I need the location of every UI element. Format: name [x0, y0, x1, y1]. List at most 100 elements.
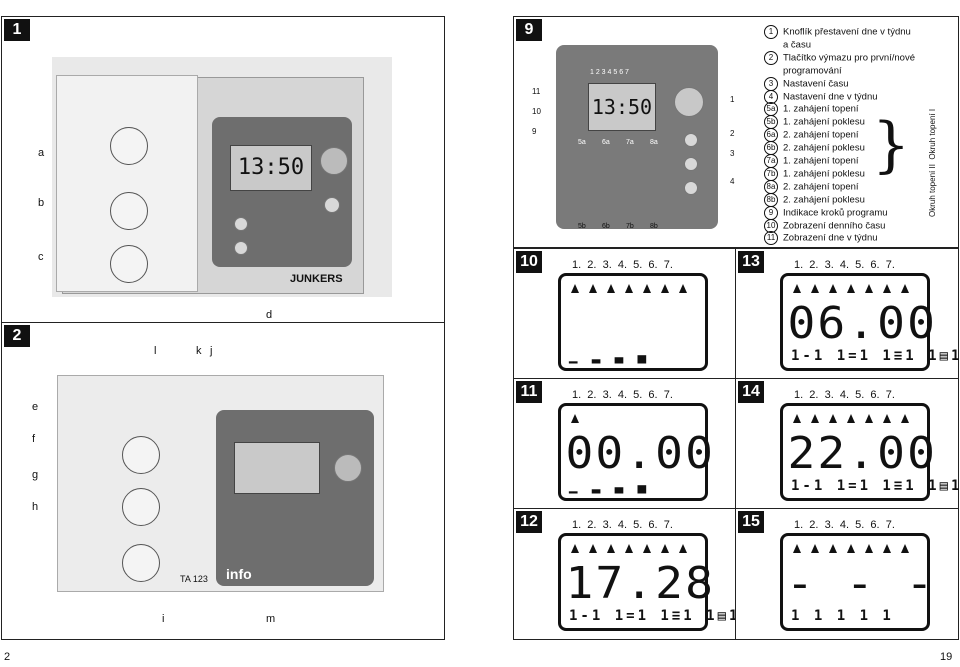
dial-a	[110, 127, 148, 165]
callout-f: f	[32, 433, 36, 445]
timer-time: 13:50	[237, 155, 305, 180]
legend-item: 11 Zobrazení dne v týdnu	[764, 231, 878, 246]
panel-2-number: 2	[4, 325, 30, 347]
legend-text: Nastavení dne v týdnu	[783, 91, 878, 103]
circuit-brace: }	[872, 110, 911, 180]
timer-screen: 13:50	[230, 145, 312, 191]
legend-number: 1	[764, 25, 778, 39]
circuit-1-label: Okruh topení I	[928, 108, 937, 160]
legend-number: 10	[764, 218, 778, 233]
legend-number: 6b	[764, 141, 778, 156]
lcd-display: - - - -1 1 1 1 1	[780, 533, 933, 631]
legend-number: 3	[764, 76, 778, 91]
callout-e: e	[32, 401, 39, 413]
day-indicator-triangle	[589, 544, 597, 553]
callout-8b: 8b	[650, 223, 658, 230]
programmer-days: 1 2 3 4 5 6 7	[590, 69, 629, 76]
legend-number: 9	[764, 205, 778, 220]
callout-1: 1	[730, 95, 735, 104]
day-indicator-triangle	[679, 544, 687, 553]
legend-text: Zobrazení dne v týdnu	[783, 232, 878, 244]
callout-2: 2	[730, 129, 735, 138]
knob-time-2	[334, 454, 362, 482]
day-indicator-triangle	[571, 544, 579, 553]
callout-i: i	[162, 613, 165, 625]
day-indicator-triangle	[811, 544, 819, 553]
legend-text: Tlačítko výmazu pro první/nové	[783, 52, 915, 64]
day-indicator-triangle	[811, 284, 819, 293]
legend-text: 2. zahájení poklesu	[783, 194, 865, 206]
day-indicator-triangle	[901, 284, 909, 293]
callout-5a: 5a	[578, 139, 586, 146]
dial-main-1	[122, 436, 160, 474]
day-indicator-triangle	[811, 414, 819, 423]
legend-item: a času	[764, 38, 811, 52]
day-indicator-triangle	[661, 544, 669, 553]
day-indicator-triangle	[865, 544, 873, 553]
day-indicator-triangle	[865, 284, 873, 293]
panel-9-number: 9	[516, 19, 542, 41]
legend-text: Nastavení času	[783, 78, 849, 90]
callout-d: d	[266, 309, 273, 321]
knob-1	[674, 87, 704, 117]
legend-number: 7a	[764, 154, 778, 168]
legend-text: 1. zahájení topení	[783, 103, 859, 115]
day-indicator-triangle	[793, 284, 801, 293]
lcd-digits: 22.00	[787, 428, 938, 479]
day-indicator-triangle	[847, 414, 855, 423]
callout-10: 10	[532, 107, 541, 116]
legend-item: programování	[764, 64, 842, 78]
legend-number: 11	[764, 231, 778, 246]
callout-m: m	[266, 613, 276, 625]
day-indicator-triangle	[847, 284, 855, 293]
day-indicator-triangle	[829, 544, 837, 553]
day-indicator-triangle	[607, 284, 615, 293]
timer-module: 13:50	[212, 117, 352, 267]
day-indicator-triangle	[901, 414, 909, 423]
circuit-labels: Okruh topení II Okruh topení I	[928, 109, 937, 217]
legend-text: programování	[783, 65, 842, 77]
callout-g: g	[32, 469, 39, 481]
lcd-program-steps: 1-1 1=1 1≡1 1▤1	[791, 348, 960, 364]
callout-b: b	[38, 197, 45, 209]
legend-item: 6b 2. zahájení poklesu	[764, 141, 865, 156]
callout-k: k	[196, 345, 202, 357]
legend-text: a času	[783, 39, 811, 51]
programmer-front: 1 2 3 4 5 6 7 13:50	[556, 45, 718, 229]
timer-screen-2	[234, 442, 320, 494]
callout-c: c	[38, 251, 44, 263]
day-indicator-triangle	[643, 544, 651, 553]
day-indicator-triangle	[883, 544, 891, 553]
button-4	[684, 181, 698, 195]
day-indicator-triangle	[883, 284, 891, 293]
dial-main-3	[122, 544, 160, 582]
legend-number: 7b	[764, 166, 778, 181]
lcd-panel-15: 151. 2. 3. 4. 5. 6. 7.- - - -1 1 1 1 1	[735, 508, 959, 640]
legend-text: Indikace kroků programu	[783, 207, 888, 219]
day-indicator-triangle	[625, 284, 633, 293]
callout-j: j	[210, 345, 213, 357]
panel-2-photo: info TA 123	[57, 375, 384, 592]
page-number-left: 2	[4, 651, 11, 663]
legend-text: 2. zahájení poklesu	[783, 142, 865, 154]
callout-7a: 7a	[626, 139, 634, 146]
day-indicator-triangle	[829, 414, 837, 423]
lcd-display: ▁ ▂ ▃ ▄	[558, 273, 708, 371]
lcd-panel-number: 15	[738, 511, 764, 533]
lcd-program-steps: 1-1 1=1 1≡1 1▤1	[791, 478, 960, 494]
day-indicator-triangle	[793, 544, 801, 553]
panel-9: 9 1 2 3 4 5 6 7 13:50 11 10 9 1 2 3 4 5a…	[513, 16, 959, 248]
panel-2: 2 info TA 123 l k j e f g h i m	[1, 322, 445, 640]
lcd-digits: 00.00	[565, 428, 716, 479]
dial-c	[110, 245, 148, 283]
lcd-day-labels: 1. 2. 3. 4. 5. 6. 7.	[794, 389, 895, 401]
legend-text: Zobrazení denního času	[783, 220, 886, 232]
day-indicator-triangle	[571, 414, 579, 423]
